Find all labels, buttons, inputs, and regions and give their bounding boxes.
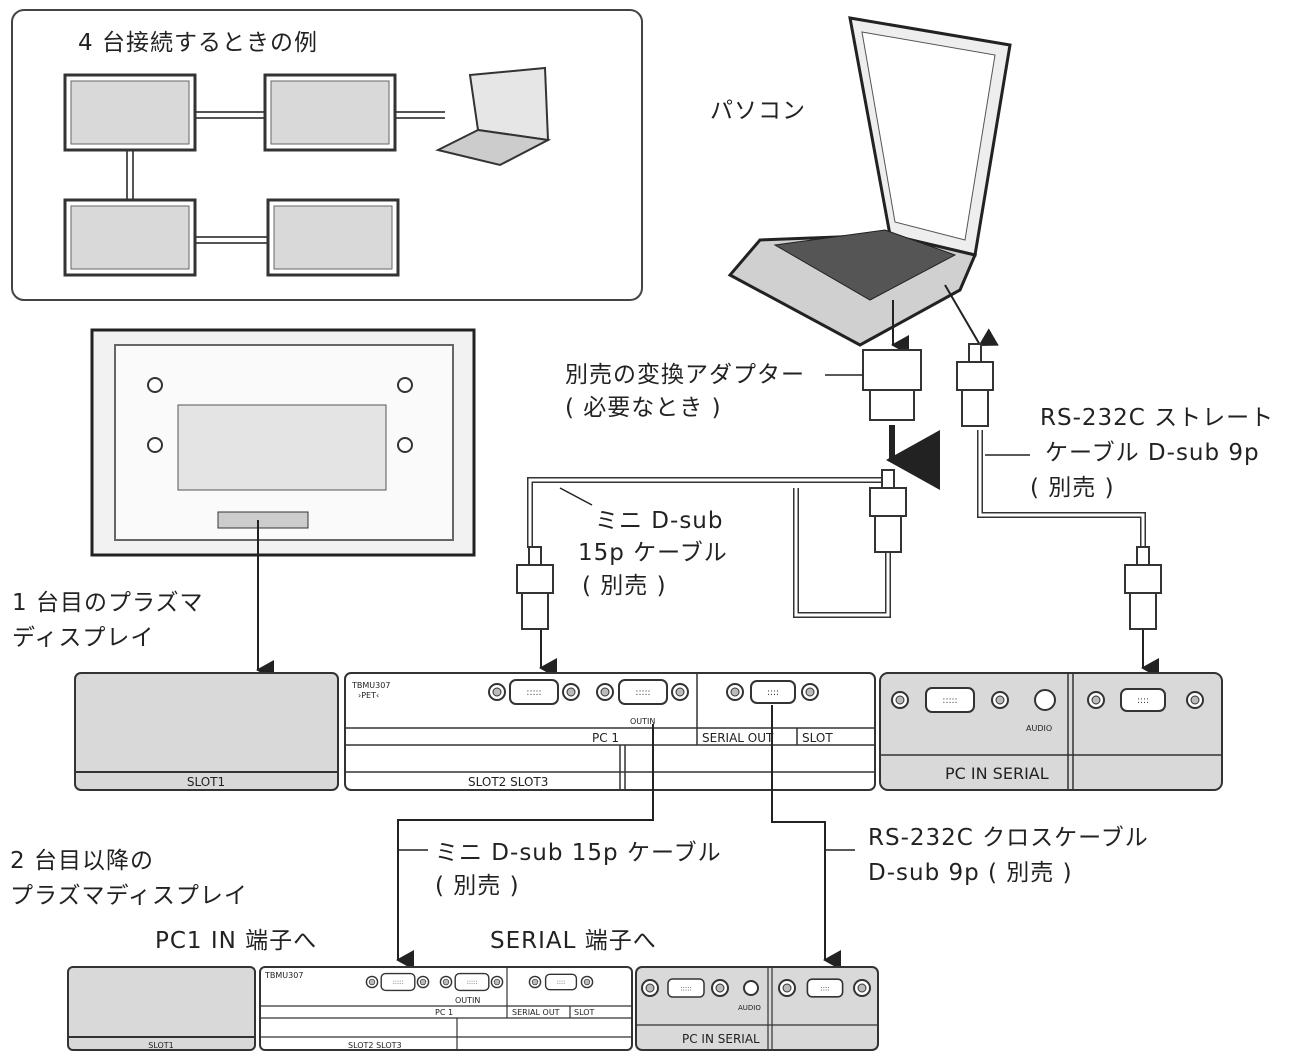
outin-label: OUTIN bbox=[630, 717, 655, 726]
four-display-example-inset: 4 台接続するときの例 bbox=[11, 9, 643, 301]
pc-in-serial-label: PC IN SERIAL bbox=[682, 1032, 760, 1046]
slot1-label: SLOT1 bbox=[187, 775, 225, 789]
adapter-note: ( 必要なとき ) bbox=[565, 395, 722, 421]
rs232-straight-note: ( 別売 ) bbox=[1030, 475, 1115, 501]
serial-out-port bbox=[750, 680, 796, 704]
mini-dsub-cable-label: ミニ D-sub bbox=[595, 508, 723, 534]
inset-title: 4 台接続するときの例 bbox=[78, 30, 318, 56]
first-display-label: 1 台目のプラズマ bbox=[12, 590, 203, 616]
pc-in-serial-label: PC IN SERIAL bbox=[945, 764, 1049, 783]
second-display-label: 2 台目以降の bbox=[10, 848, 154, 874]
laptop-pc-icon bbox=[727, 16, 1012, 347]
rs232-straight-label-2: ケーブル D-sub 9p bbox=[1045, 440, 1260, 466]
first-display-terminal-panel: SLOT1 TBMU307 ›PET‹ OUTIN PC 1 SERIAL OU… bbox=[74, 672, 1223, 791]
mini-dsub-cable-bottom-label: ミニ D-sub 15p ケーブル bbox=[435, 840, 722, 866]
first-display-label-2: ディスプレイ bbox=[12, 625, 154, 651]
adapter-label: 別売の変換アダプター bbox=[565, 362, 805, 388]
slot1-label: SLOT1 bbox=[148, 1041, 174, 1050]
slot23-label: SLOT2 SLOT3 bbox=[348, 1041, 402, 1050]
second-display-label-2: プラズマディスプレイ bbox=[10, 883, 248, 909]
rs232-cross-label-2: D-sub 9p ( 別売 ) bbox=[868, 860, 1073, 886]
model-sub-label: ›PET‹ bbox=[358, 691, 379, 700]
conversion-adapter bbox=[862, 349, 922, 421]
serial-terminal-label: SERIAL 端子へ bbox=[490, 928, 657, 954]
pc1-in-port bbox=[380, 972, 416, 992]
rs232-cross-label: RS-232C クロスケーブル bbox=[868, 825, 1149, 851]
pc1-label: PC 1 bbox=[592, 731, 619, 745]
display-icon bbox=[63, 198, 197, 277]
display-icon bbox=[266, 198, 400, 277]
outin-label: OUTIN bbox=[455, 996, 480, 1005]
serial-out-label: SERIAL OUT bbox=[702, 731, 774, 745]
rs232-straight-label: RS-232C ストレート bbox=[1040, 405, 1274, 431]
serial-in-port bbox=[1120, 688, 1166, 712]
pc1-out-port bbox=[509, 679, 559, 705]
slot23-label: SLOT2 SLOT3 bbox=[468, 775, 548, 789]
pc-label: パソコン bbox=[710, 98, 806, 124]
mini-dsub-cable-bottom-note: ( 別売 ) bbox=[435, 873, 520, 899]
model-label: TBMU307 bbox=[351, 681, 390, 690]
laptop-icon bbox=[435, 66, 552, 167]
dsub9-plug bbox=[1124, 546, 1162, 630]
audio-label: AUDIO bbox=[1026, 724, 1052, 733]
slot-label: SLOT bbox=[574, 1008, 595, 1017]
serial-port bbox=[544, 973, 578, 991]
plasma-rear-panel bbox=[90, 328, 476, 557]
second-display-terminal-panel: SLOT1 TBMU307 OUTIN PC 1 SERIAL OUT SLOT… bbox=[67, 966, 879, 1051]
audio-label: AUDIO bbox=[738, 1004, 761, 1012]
mini-dsub-cable-label-2: 15p ケーブル bbox=[578, 540, 728, 566]
pc1-in-port bbox=[618, 679, 668, 705]
dsub15-plug bbox=[516, 546, 554, 630]
dsub9-plug bbox=[956, 343, 994, 427]
display-icon bbox=[263, 73, 397, 152]
mini-dsub-cable-note: ( 別売 ) bbox=[582, 573, 667, 599]
model-label: TBMU307 bbox=[264, 971, 303, 980]
pc1-in-terminal-label: PC1 IN 端子へ bbox=[155, 928, 317, 954]
serial-out-label: SERIAL OUT bbox=[512, 1008, 560, 1017]
display-icon bbox=[63, 73, 197, 152]
pc1-label: PC 1 bbox=[435, 1008, 453, 1017]
slot-label: SLOT bbox=[802, 731, 833, 745]
